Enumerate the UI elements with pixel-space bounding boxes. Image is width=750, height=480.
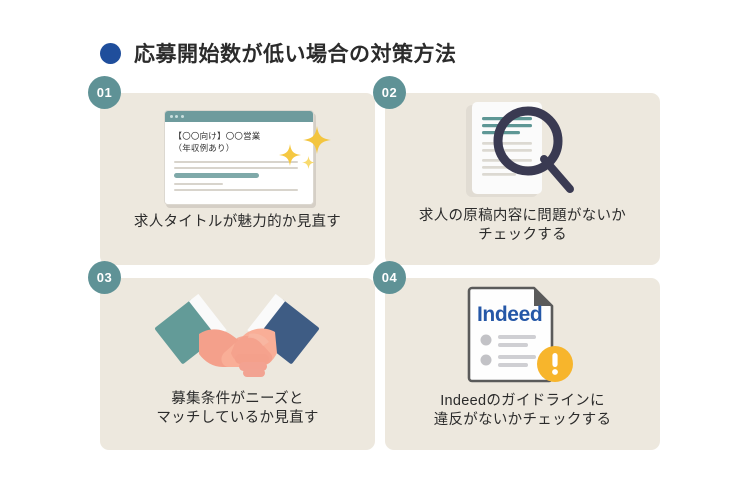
page-header: 応募開始数が低い場合の対策方法 [100, 38, 457, 68]
browser-content: 【〇〇向け】〇〇営業 （年収例あり） [164, 121, 313, 204]
bullet-dot-icon [100, 42, 121, 64]
card-04-caption: Indeedのガイドラインに 違反がないかチェックする [433, 393, 612, 428]
browser-title-bar [164, 110, 313, 122]
card-04[interactable]: 04 [373, 261, 660, 450]
card-grid: 01 【〇〇向け】〇〇営業 （年収例あり） [88, 76, 660, 450]
browser-dot-icon [180, 114, 184, 118]
sparkle-icon [301, 155, 315, 169]
page-title: 応募開始数が低い場合の対策方法 [134, 43, 457, 66]
card-01-illustration: 【〇〇向け】〇〇営業 （年収例あり） [100, 101, 375, 213]
placeholder-line [173, 188, 299, 191]
browser-dot-icon [175, 114, 178, 118]
placeholder-line [173, 182, 223, 185]
indeed-document-warning-icon [467, 286, 573, 383]
card-03[interactable]: 03 [88, 261, 375, 450]
document-magnifier-icon [465, 102, 574, 197]
indeed-logo-text: Indeed [477, 303, 543, 326]
card-02-caption: 求人の原稿内容に問題がないか チェックする [418, 208, 627, 243]
card-01[interactable]: 01 【〇〇向け】〇〇営業 （年収例あり） [88, 76, 375, 265]
card-03-caption: 募集条件がニーズと マッチしているか見直す [156, 391, 319, 426]
card-01-caption: 求人タイトルが魅力的か見直す [133, 214, 342, 230]
sparkle-icon [302, 125, 331, 154]
sparkle-icon [278, 143, 301, 166]
handshake-icon [154, 293, 319, 377]
card-02-illustration [385, 93, 660, 205]
card-number-badge: 01 [88, 76, 121, 109]
card-number-badge: 04 [373, 261, 406, 294]
highlighted-line [173, 172, 260, 178]
text-placeholder-lines [173, 160, 304, 191]
card-04-illustration: Indeed [385, 278, 660, 390]
card-02[interactable]: 02 [373, 76, 660, 265]
card-number-badge: 02 [373, 76, 406, 109]
placeholder-line [173, 166, 299, 169]
placeholder-line [173, 160, 299, 163]
job-title-text: 【〇〇向け】〇〇営業 （年収例あり） [173, 130, 261, 153]
card-03-illustration [100, 282, 375, 390]
card-number-badge: 03 [88, 261, 121, 294]
browser-dot-icon [169, 114, 173, 118]
